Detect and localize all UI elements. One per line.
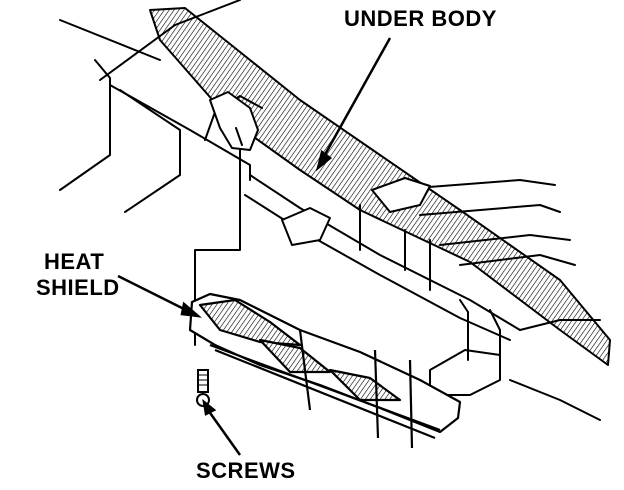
mounting-bracket: [209, 91, 259, 151]
callout-leaders: [117, 37, 392, 456]
under-body-leader: [320, 37, 392, 161]
under-body-arrowhead: [315, 149, 333, 172]
underbody-frame: [59, 0, 611, 421]
heat-shield-leader: [117, 274, 191, 314]
screws-leader: [206, 409, 242, 456]
heat-shield-arrowhead: [180, 301, 202, 318]
heat-shield: [188, 292, 462, 449]
screws-label: SCREWS: [196, 458, 296, 483]
screws-arrowhead: [202, 398, 217, 416]
heat-shield-label-line1: HEAT: [44, 249, 105, 274]
heat-shield-label-line2: SHIELD: [36, 275, 120, 300]
under-body-label: UNDER BODY: [344, 6, 497, 31]
